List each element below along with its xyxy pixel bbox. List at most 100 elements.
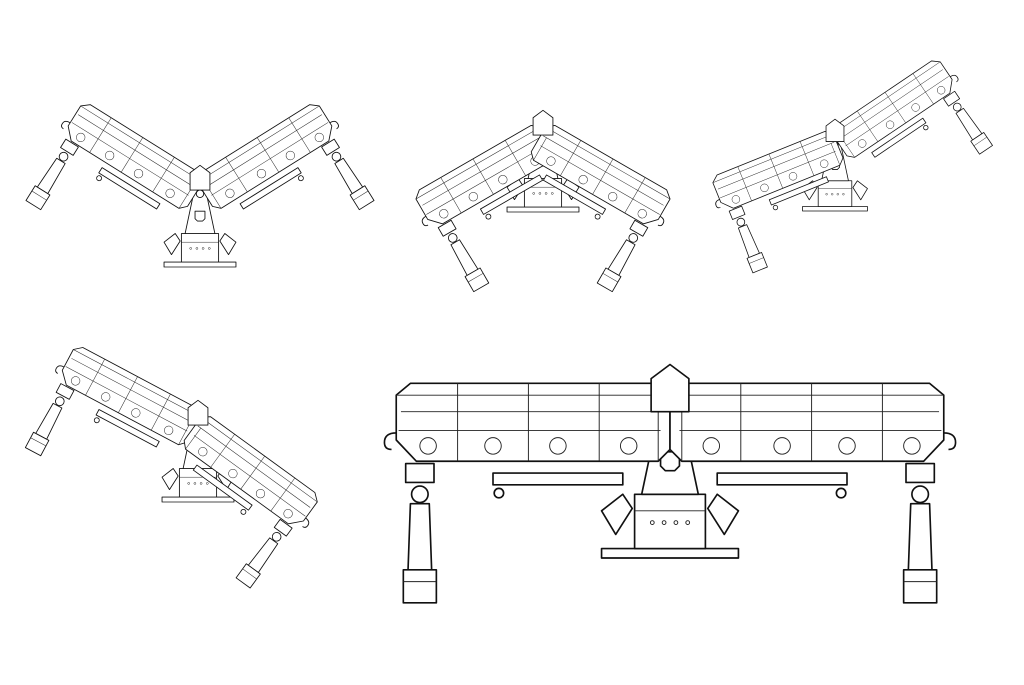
strut-pin bbox=[772, 204, 779, 211]
pedestal-base bbox=[161, 496, 235, 503]
wing-rib bbox=[884, 92, 906, 124]
wing-port bbox=[419, 437, 437, 455]
wing-rails bbox=[670, 394, 944, 462]
strut-pin bbox=[594, 213, 601, 220]
wing-port bbox=[903, 437, 921, 455]
wing-rib bbox=[472, 158, 494, 195]
strut-pin bbox=[835, 487, 847, 499]
pedestal-base bbox=[506, 206, 580, 213]
wing-rib bbox=[225, 157, 248, 193]
wing-port bbox=[468, 192, 478, 202]
wing-port bbox=[255, 489, 266, 499]
wing-hook bbox=[383, 432, 397, 451]
leg-foot-line bbox=[30, 437, 47, 447]
wing-body bbox=[832, 60, 953, 158]
wing-rib bbox=[440, 177, 462, 214]
wing-port bbox=[283, 509, 293, 519]
wing-port bbox=[619, 437, 638, 455]
leg-foot-line bbox=[31, 190, 47, 201]
wing-hook bbox=[943, 432, 957, 451]
right-wing-rotor bbox=[183, 416, 318, 589]
wing-rails bbox=[533, 126, 671, 215]
wing-port bbox=[578, 175, 588, 185]
wing-port bbox=[228, 468, 238, 479]
wing-port bbox=[71, 376, 81, 386]
leg-foot-line bbox=[242, 568, 257, 580]
left-cradle bbox=[163, 233, 181, 256]
wing-port bbox=[285, 150, 295, 161]
hinge-group bbox=[24, 347, 318, 589]
leg-ram bbox=[407, 502, 433, 571]
bolt bbox=[193, 482, 197, 485]
leg-foot-line bbox=[602, 273, 618, 283]
wing-port bbox=[76, 132, 86, 143]
hinge-cover bbox=[650, 363, 690, 413]
wing-port bbox=[731, 195, 741, 204]
wing-rib bbox=[624, 177, 646, 214]
wing-strut bbox=[95, 409, 160, 448]
wing-port bbox=[256, 169, 267, 179]
leg-bracket bbox=[629, 219, 649, 237]
leg-foot bbox=[902, 568, 938, 604]
wing-body bbox=[712, 130, 844, 209]
leg-bracket bbox=[55, 383, 75, 400]
pedestal-box bbox=[817, 180, 853, 207]
wing-strut bbox=[871, 117, 927, 158]
wing-port bbox=[788, 172, 798, 181]
wing-port bbox=[820, 159, 829, 168]
wing-port bbox=[702, 437, 721, 455]
hinge-cover bbox=[825, 118, 845, 142]
wing-port bbox=[498, 175, 508, 185]
hinge-group bbox=[25, 104, 375, 211]
strut-pin bbox=[240, 508, 247, 515]
wing-rails bbox=[185, 417, 318, 517]
view-right-wing-raised bbox=[712, 60, 993, 274]
view-tilted-right bbox=[24, 347, 318, 589]
bolt bbox=[649, 520, 655, 525]
leg-bracket bbox=[321, 138, 340, 156]
wing-hook bbox=[302, 517, 310, 528]
leg-joint bbox=[952, 102, 962, 112]
bolt bbox=[831, 193, 834, 196]
left-wing-rotor bbox=[712, 130, 844, 274]
wing-rib bbox=[504, 140, 526, 176]
wing-port bbox=[858, 139, 867, 148]
wing-rib bbox=[737, 166, 752, 201]
bolt bbox=[538, 192, 542, 195]
right-wing bbox=[530, 125, 671, 293]
wing-body bbox=[196, 104, 333, 209]
wing-hook bbox=[55, 365, 65, 374]
bolt bbox=[551, 192, 554, 195]
leg-joint bbox=[447, 233, 458, 243]
leg-bracket bbox=[273, 518, 293, 537]
hinge-cover bbox=[187, 399, 209, 426]
strut-pin bbox=[96, 175, 103, 182]
leg-ram bbox=[450, 239, 479, 276]
leg-joint bbox=[55, 396, 65, 407]
wing-strut bbox=[98, 167, 161, 210]
strut-pin bbox=[297, 175, 304, 182]
wing-rib bbox=[592, 158, 614, 195]
wing-rib bbox=[210, 434, 235, 468]
wing-rib bbox=[120, 137, 144, 173]
view-left-wing-raised bbox=[25, 104, 375, 268]
strut-pin bbox=[923, 124, 929, 131]
pedestal-base bbox=[802, 206, 868, 212]
leg-foot bbox=[746, 252, 768, 274]
wing-rib bbox=[912, 73, 934, 105]
wing-rib bbox=[152, 157, 175, 193]
wing-rib bbox=[560, 140, 582, 176]
leg-bracket bbox=[943, 90, 961, 107]
wing-body bbox=[183, 416, 318, 525]
wing-port bbox=[198, 447, 208, 457]
pedestal-base bbox=[163, 261, 237, 268]
wing-rib bbox=[118, 376, 138, 413]
leg-bracket bbox=[728, 205, 746, 220]
hinge-group bbox=[712, 60, 993, 274]
leg-joint bbox=[628, 233, 639, 243]
view-wings-folded-up bbox=[415, 109, 671, 293]
wing-hook bbox=[421, 215, 429, 227]
bolt bbox=[208, 247, 211, 250]
leg-ram bbox=[35, 402, 63, 440]
